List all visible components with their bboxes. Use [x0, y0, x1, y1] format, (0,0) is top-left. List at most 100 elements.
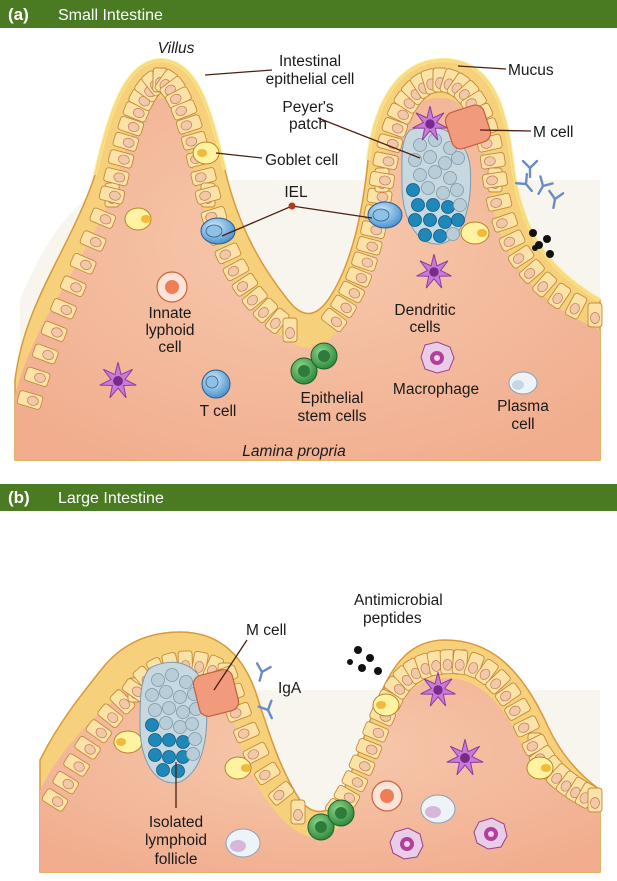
peptide-dot [374, 667, 382, 675]
enterocyte [587, 302, 603, 328]
panel-b: (b) Large Intestine [0, 484, 617, 873]
enterocyte [330, 294, 357, 318]
enterocyte [482, 171, 508, 189]
label-plasma-2: cell [511, 416, 534, 433]
label-lamina-propria: Lamina propria [242, 443, 346, 460]
label-dendritic-2: cells [409, 319, 440, 336]
leader-goblet [215, 152, 263, 159]
iga-antibody [548, 189, 565, 210]
panel-a-letter: (a) [8, 5, 29, 24]
enterocyte [564, 292, 588, 320]
enterocyte [23, 366, 51, 387]
enterocyte [214, 242, 242, 265]
panel-b-header-bar [0, 484, 617, 511]
enterocyte [348, 754, 376, 776]
panel-a-header-bar [0, 0, 617, 28]
goblet-cell [192, 141, 220, 165]
iga-antibody [255, 662, 272, 682]
label-epithelial-1: Intestinal [279, 53, 341, 70]
label-villus: Villus [158, 40, 195, 57]
enterocyte [85, 719, 112, 744]
lymphocyte [171, 764, 185, 778]
mucus-layer [93, 57, 601, 302]
label-goblet: Goblet cell [265, 152, 338, 169]
iel-cell [200, 217, 236, 245]
lymphocyte [453, 198, 467, 212]
peptide-dot [546, 250, 554, 258]
dendritic-cell [446, 739, 484, 776]
plasma-cell [508, 371, 538, 395]
enterocyte [479, 152, 506, 170]
dendritic-cell [99, 362, 137, 399]
label-mucus: Mucus [508, 62, 554, 79]
lymphocyte [406, 183, 420, 197]
enterocyte [69, 252, 97, 275]
lymphocyte [176, 705, 190, 719]
enterocyte [231, 273, 259, 297]
lymphocyte [159, 685, 173, 699]
lymphocyte [173, 720, 187, 734]
lymphocyte [145, 718, 159, 732]
enterocyte [190, 650, 209, 678]
enterocyte [362, 721, 389, 743]
lymphocyte [159, 716, 173, 730]
lymphocyte [433, 229, 447, 243]
iel-cell [367, 201, 403, 229]
macrophage [473, 817, 508, 850]
enterocyte [74, 736, 101, 760]
lymphocyte [436, 186, 450, 200]
label-isolated-1: Isolated [149, 814, 203, 831]
label-epithelial-2: epithelial cell [266, 71, 355, 88]
goblet-cell [124, 207, 152, 231]
enterocyte [504, 698, 531, 721]
enterocyte [338, 280, 366, 304]
enterocyte [41, 788, 69, 812]
label-iga: IgA [278, 680, 302, 697]
enterocyte [194, 185, 222, 205]
enterocyte [109, 689, 136, 715]
enterocyte [494, 682, 522, 707]
goblet-cell [113, 730, 143, 754]
leader-m-cell [479, 129, 532, 132]
enterocyte [439, 649, 456, 675]
enterocyte [59, 275, 87, 297]
enterocyte [345, 266, 372, 288]
label-iel: IEL [284, 184, 308, 201]
enterocyte [393, 90, 420, 114]
iga-antibody [521, 159, 539, 179]
lymphocyte [423, 213, 437, 227]
label-macrophage: Macrophage [393, 381, 479, 398]
enterocyte [282, 317, 298, 343]
lymphocyte [165, 668, 179, 682]
label-isolated-3: follicle [154, 851, 197, 868]
t-cell [201, 369, 231, 399]
enterocyte [485, 669, 511, 695]
enterocyte [175, 114, 203, 135]
enterocyte [32, 343, 59, 365]
lymphocyte [185, 717, 199, 731]
enterocyte [222, 258, 250, 282]
label-antimicrobial-1: Antimicrobial [354, 592, 443, 609]
panel-b-letter: (b) [8, 488, 30, 507]
enterocyte [63, 753, 90, 777]
enterocyte [52, 771, 79, 795]
peyers-patch [401, 126, 472, 245]
lymphocyte [421, 181, 435, 195]
lymphocyte [438, 156, 452, 170]
lymphocyte [413, 168, 427, 182]
plasma-cell [225, 828, 261, 858]
lymphocyte [423, 150, 437, 164]
enterocyte [356, 236, 383, 256]
label-innate-2: lyphoid [145, 322, 194, 339]
enterocyte [474, 658, 499, 685]
epithelial-stem-cells [290, 342, 338, 385]
macrophage [420, 341, 455, 374]
enterocyte [268, 781, 295, 806]
iga-antibodies-b [255, 662, 274, 720]
peptide-dot [532, 245, 538, 251]
lymphocyte [148, 733, 162, 747]
lymphocyte [418, 228, 432, 242]
enterocyte [233, 721, 260, 744]
epithelial-stem-cells-b [307, 799, 355, 841]
